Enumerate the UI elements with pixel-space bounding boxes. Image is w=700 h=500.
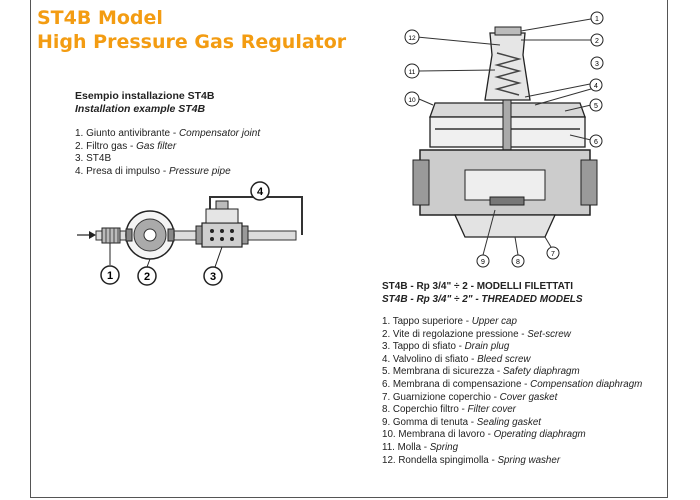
list-item: 3. Tappo di sfiato - Drain plug: [382, 341, 510, 353]
callout-5: 5: [589, 98, 603, 112]
installation-list: 1. Giunto antivibrante - Compensator joi…: [75, 128, 260, 178]
callout-2: 2: [590, 33, 604, 47]
callout-3: 3: [590, 56, 604, 70]
svg-text:4: 4: [257, 186, 264, 198]
list-item: 2. Vite di regolazione pressione - Set-s…: [382, 328, 571, 340]
title-line-2: High Pressure Gas Regulator: [37, 31, 347, 53]
regulator-diagram: 1 2 3 4 5 6 7 8 9 10 11 12: [404, 11, 604, 268]
callout-1: 1: [100, 265, 120, 285]
svg-text:6: 6: [594, 139, 598, 146]
svg-text:1: 1: [595, 16, 599, 23]
list-item: 4. Valvolino di sfiato - Bleed screw: [382, 353, 531, 365]
svg-text:11: 11: [409, 69, 416, 76]
list-item: 3. ST4B: [75, 153, 112, 164]
svg-text:3: 3: [595, 61, 599, 68]
list-item: 5. Membrana di sicurezza - Safety diaphr…: [382, 366, 580, 378]
svg-text:10: 10: [408, 97, 416, 104]
svg-text:4: 4: [594, 83, 598, 90]
installation-diagram: 1 2 3: [77, 187, 303, 286]
list-item: 11. Molla - Spring: [382, 441, 459, 453]
models-heading-en: ST4B - Rp 3/4" ÷ 2" - THREADED MODELS: [382, 294, 583, 305]
svg-text:2: 2: [595, 38, 599, 45]
models-list: 1. Tappo superiore - Upper cap 2. Vite d…: [382, 316, 642, 467]
callout-4: 4: [589, 78, 603, 92]
models-section: ST4B - Rp 3/4" ÷ 2 - MODELLI FILETTATI S…: [382, 280, 642, 467]
callout-9: 9: [476, 254, 490, 268]
installation-heading-it: Esempio installazione ST4B: [75, 90, 215, 102]
callout-12: 12: [404, 29, 420, 45]
callout-1: 1: [590, 11, 604, 25]
svg-text:7: 7: [551, 251, 555, 258]
svg-text:9: 9: [481, 259, 485, 266]
callout-6: 6: [589, 134, 603, 148]
list-item: 4. Presa di impulso - Pressure pipe: [75, 165, 231, 177]
svg-text:8: 8: [516, 259, 520, 266]
installation-section: Esempio installazione ST4B Installation …: [75, 90, 260, 178]
list-item: 1. Tappo superiore - Upper cap: [382, 316, 517, 327]
list-item: 6. Membrana di compensazione - Compensat…: [382, 378, 643, 390]
list-item: 2. Filtro gas - Gas filter: [75, 140, 177, 152]
list-item: 7. Guarnizione coperchio - Cover gasket: [382, 391, 558, 403]
models-heading-it: ST4B - Rp 3/4" ÷ 2 - MODELLI FILETTATI: [382, 281, 573, 292]
callout-7: 7: [546, 246, 560, 260]
installation-callout-4: 4: [250, 181, 270, 201]
callout-11: 11: [404, 63, 420, 79]
list-item: 9. Gomma di tenuta - Sealing gasket: [382, 416, 542, 428]
svg-text:2: 2: [144, 271, 150, 283]
list-item: 10. Membrana di lavoro - Operating diaph…: [382, 429, 586, 441]
callout-3: 3: [203, 266, 223, 286]
callout-8: 8: [511, 254, 525, 268]
installation-heading-en: Installation example ST4B: [75, 103, 206, 115]
list-item: 8. Coperchio filtro - Filter cover: [382, 404, 516, 416]
list-item: 12. Rondella spingimolla - Spring washer: [382, 454, 561, 466]
title-line-1: ST4B Model: [37, 7, 163, 29]
callout-2: 2: [137, 266, 157, 286]
svg-text:1: 1: [107, 270, 113, 282]
page-frame: [30, 0, 668, 498]
svg-text:12: 12: [408, 35, 416, 42]
callout-10: 10: [404, 91, 420, 107]
page-title: ST4B Model High Pressure Gas Regulator: [37, 6, 346, 54]
svg-text:5: 5: [594, 103, 598, 110]
list-item: 1. Giunto antivibrante - Compensator joi…: [75, 128, 261, 139]
svg-text:3: 3: [210, 271, 216, 283]
